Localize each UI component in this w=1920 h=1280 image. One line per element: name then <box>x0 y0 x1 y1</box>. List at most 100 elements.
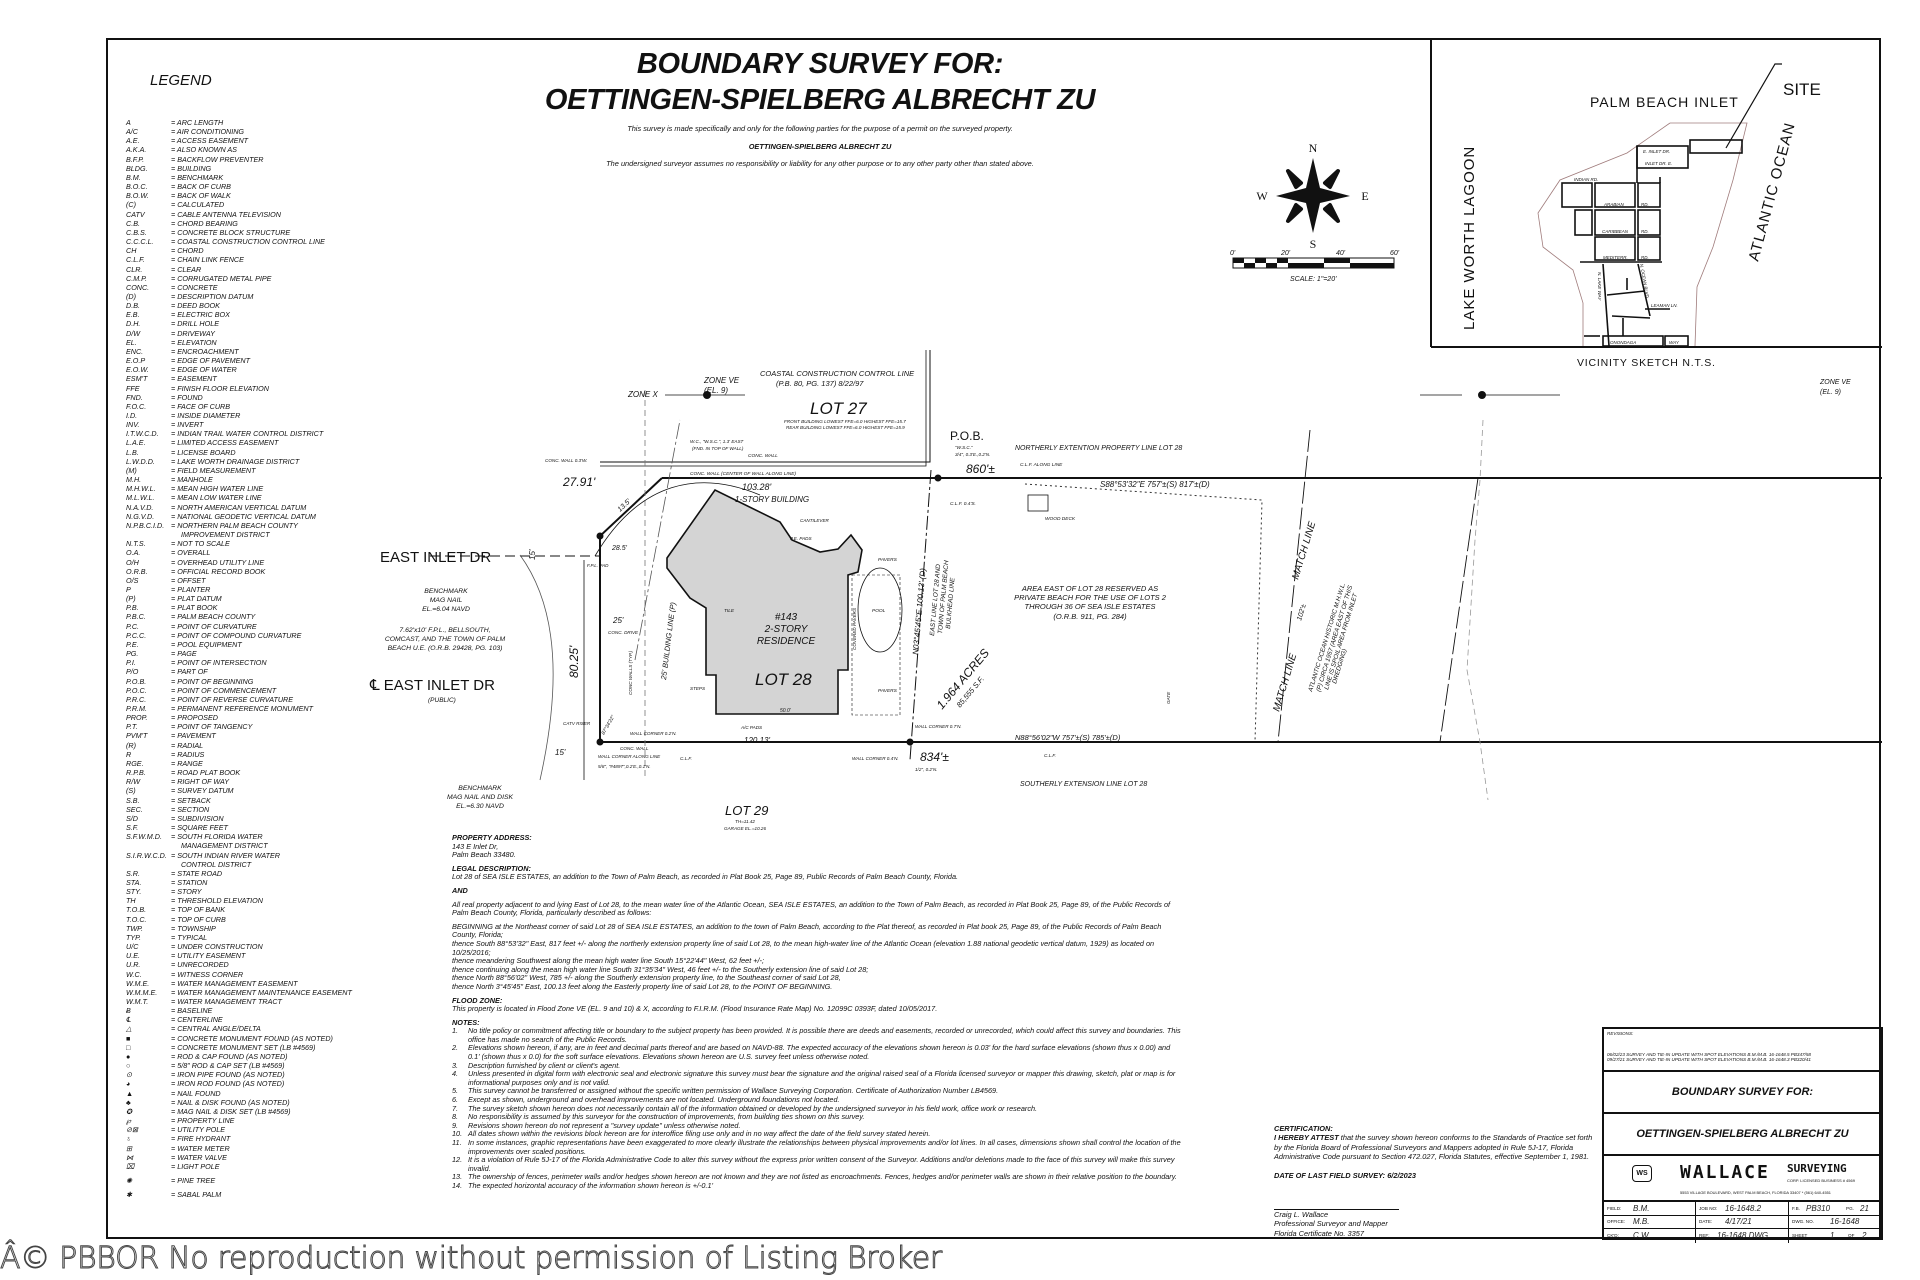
legend-item: P.O.C.= POINT OF COMMENCEMENT <box>126 686 366 695</box>
dimension-chamfer: 13.5' <box>617 498 633 514</box>
residence-footprint <box>666 488 863 715</box>
legend-meaning: = BENCHMARK <box>171 172 224 182</box>
legend-abbr: W.M.M.E. <box>126 987 158 997</box>
legend-abbr: R <box>126 749 132 759</box>
legend-meaning: = NORTH AMERICAN VERTICAL DATUM <box>171 502 307 512</box>
pavers-label: PAVERS <box>878 557 898 563</box>
pob-label: P.O.B. <box>950 429 984 443</box>
date-label: DATE: <box>1699 1219 1713 1225</box>
legend-meaning: = FINISH FLOOR ELEVATION <box>171 383 269 393</box>
southerly-line-label: SOUTHERLY EXTENSION LINE LOT 28 <box>1020 781 1147 788</box>
legend-item: FFE= FINISH FLOOR ELEVATION <box>126 384 366 393</box>
legend-item: ⌧= LIGHT POLE <box>126 1162 366 1171</box>
legend-item: E.O.P= EDGE OF PAVEMENT <box>126 356 366 365</box>
legend-item: FND.= FOUND <box>126 393 366 402</box>
legend-abbr: ENC. <box>126 346 144 356</box>
note-number: 6. <box>452 1095 459 1105</box>
legend-meaning: = UTILITY POLE <box>171 1125 225 1135</box>
legend-meaning: = FACE OF CURB <box>171 401 231 411</box>
legend-abbr: N.P.B.C.I.D. <box>126 520 165 530</box>
legal-text: thence continuing along the mean high wa… <box>452 964 869 974</box>
note-item: 4.Unless presented in digital form with … <box>452 1069 1182 1087</box>
benchmark-label: MAG NAIL AND DISK <box>447 794 514 801</box>
legend-meaning: = SETBACK <box>171 795 211 805</box>
north-bearing: S88°53'32"E 757'±(S) 817'±(D) <box>1100 480 1210 489</box>
legend-abbr: P.O.C. <box>126 685 147 695</box>
street-label: ARABIAN <box>1603 202 1625 207</box>
legend-abbr: Ƀ <box>126 1006 131 1016</box>
legend-meaning: = 5/8" ROD & CAP SET (LB #4569) <box>171 1061 285 1071</box>
legend-item: CH= CHORD <box>126 246 366 255</box>
legend-abbr: S.F. <box>126 823 139 833</box>
reserved-area-text: AREA EAST OF LOT 28 RESERVED AS <box>1021 584 1158 593</box>
legend-item: W.M.E.= WATER MANAGEMENT EASEMENT <box>126 979 366 988</box>
legend-meaning: = CALCULATED <box>171 200 225 210</box>
dimension: 102'± <box>1296 603 1308 621</box>
legend-item: PG.= PAGE <box>126 649 366 658</box>
street-centerline-name: ℄ EAST INLET DR <box>369 677 495 694</box>
zone-label: (EL. 9) <box>1820 389 1841 396</box>
legend-abbr: P.R.C. <box>126 694 147 704</box>
clf-label: C.L.F. <box>680 756 692 761</box>
legend-title: LEGEND <box>150 72 212 89</box>
wall-corner-label: WALL CORNER 0.7'N. <box>915 724 962 729</box>
legend-abbr: E.O.P <box>126 356 146 366</box>
legend-meaning: = FIRE HYDRANT <box>171 1134 231 1144</box>
legend-meaning: = TOP OF CURB <box>171 914 226 924</box>
wall-label: CONC. WALL <box>620 746 649 751</box>
legend-meaning: = CONCRETE MONUMENT SET (LB #4569) <box>171 1042 316 1052</box>
legend-meaning: = LIMITED ACCESS EASEMENT <box>171 438 279 448</box>
bearing: 87°34'22" <box>601 714 617 736</box>
legend-abbr: R.P.B. <box>126 768 146 778</box>
revisions-label: REVISIONS: <box>1607 1031 1634 1036</box>
reserved-area-text: (O.R.B. 911, PG. 284) <box>1053 612 1127 621</box>
legend-abbr: S.F.W.M.D. <box>126 832 162 842</box>
note-text: Revisions shown hereon do not represent … <box>468 1120 741 1130</box>
wall-label: CONC. WALL <box>748 453 778 459</box>
legend-abbr: P.C. <box>126 621 140 631</box>
note-text: In some instances, graphic representatio… <box>468 1138 1181 1156</box>
legend-item: M.H.= MANHOLE <box>126 475 366 484</box>
legend-meaning: = MAG NAIL & DISK SET (LB #4569) <box>171 1106 291 1116</box>
legend-meaning: = CHAIN LINK FENCE <box>171 255 244 265</box>
legend-meaning: = POINT OF TANGENCY <box>171 722 253 732</box>
legend-item: P.C.= POINT OF CURVATURE <box>126 622 366 631</box>
legend-meaning: = CLEAR <box>171 264 202 274</box>
note-text: Except as shown, underground and overhea… <box>468 1095 840 1105</box>
legend-abbr: (D) <box>126 291 136 301</box>
legend-meaning: = PROPOSED <box>171 713 218 723</box>
legend-abbr: U/C <box>126 942 139 952</box>
legend-item: ◕= IRON ROD FOUND (AS NOTED) <box>126 1079 366 1088</box>
note-item: 5.This survey cannot be transferred or a… <box>452 1087 1182 1096</box>
legend-meaning: = SOUTH INDIAN RIVER WATER CONTROL DISTR… <box>171 850 280 869</box>
benchmark-label: EL.=6.30 NAVD <box>456 803 504 810</box>
legend-item: TWP.= TOWNSHIP <box>126 924 366 933</box>
legend-item: S.R.= STATE ROAD <box>126 869 366 878</box>
note-item: 3.Description furnished by client or cli… <box>452 1061 1182 1071</box>
legend-abbr: E.B. <box>126 310 140 320</box>
legend-abbr: S.B. <box>126 795 140 805</box>
match-line-label: MATCH LINE <box>1290 520 1318 581</box>
legend-meaning: = COASTAL CONSTRUCTION CONTROL LINE <box>171 237 325 247</box>
legend-meaning: = WATER MANAGEMENT TRACT <box>171 997 282 1006</box>
legend-item: ✪= MAG NAIL & DISK SET (LB #4569) <box>126 1107 366 1116</box>
legend-meaning: = PLAT BOOK <box>171 603 218 613</box>
legend-meaning: = WATER METER <box>171 1143 230 1153</box>
cert-heading: CERTIFICATION: <box>1274 1124 1333 1133</box>
legend-item: U.E.= UTILITY EASEMENT <box>126 951 366 960</box>
pob-label: "W.S.C." <box>955 445 973 450</box>
legal-text: thence South 88°53'32" East, 817 feet +/… <box>452 938 1155 957</box>
legend-meaning: = UNRECORDED <box>171 960 229 970</box>
benchmark-label: BENCHMARK <box>458 785 502 792</box>
compass-s: S <box>1310 237 1317 251</box>
note-number: 9. <box>452 1120 459 1130</box>
legend-item: I.D.= INSIDE DIAMETER <box>126 411 366 420</box>
east-line-label: BULKHEAD LINE <box>945 577 957 629</box>
benchmark-label: BENCHMARK <box>424 588 468 595</box>
legend-abbr: C.B. <box>126 218 140 228</box>
north-arrow-icon: N S W E <box>1256 141 1368 251</box>
legal-heading: LEGAL DESCRIPTION: <box>452 863 531 873</box>
legend-item: ▲= NAIL FOUND <box>126 1089 366 1098</box>
legend-item: S.B. = SETBACK <box>126 796 366 805</box>
legend-meaning: = POINT OF REVERSE CURVATURE <box>171 694 294 704</box>
